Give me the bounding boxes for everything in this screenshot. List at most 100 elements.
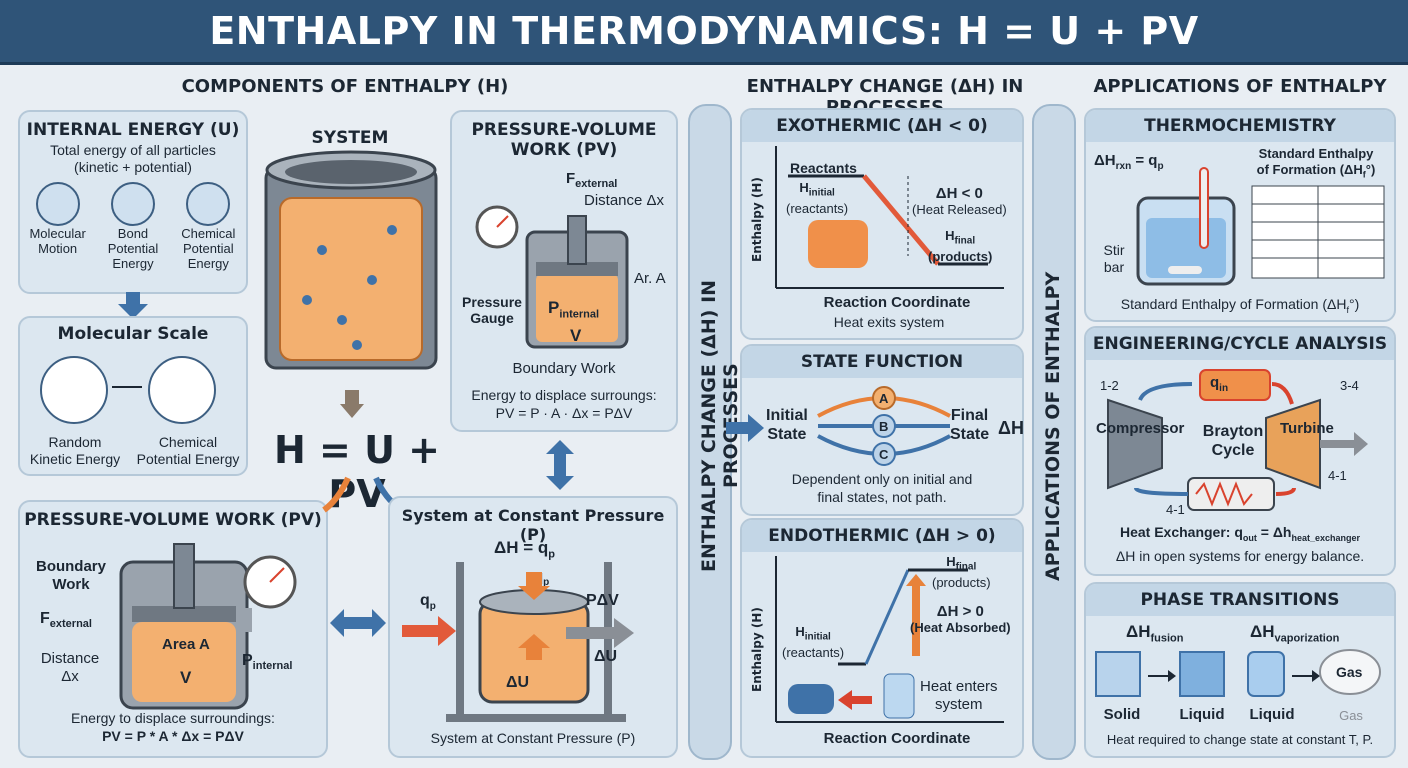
qp-sub: p bbox=[543, 577, 550, 588]
chemical-line1: Chemical bbox=[158, 434, 218, 450]
f-sub: external bbox=[49, 618, 92, 631]
liquid-cube-icon bbox=[1179, 651, 1225, 697]
h-note: (reactants) bbox=[786, 200, 849, 216]
pv-top-desc: Energy to displace surroungs: bbox=[471, 387, 657, 403]
f-sub: external bbox=[575, 178, 618, 190]
ice-cube-icon bbox=[1095, 651, 1141, 697]
gas-label: Gas bbox=[1339, 708, 1363, 723]
state-desc1: Dependent only on initial and bbox=[791, 471, 973, 487]
constant-pressure-title: System at Constant Pressure (P) bbox=[401, 506, 665, 544]
down-arrow-icon bbox=[340, 390, 364, 418]
system-cylinder-icon bbox=[264, 150, 438, 370]
path-b-label: B bbox=[879, 419, 889, 434]
dist-line1: Distance bbox=[40, 650, 100, 667]
eq-rest: = q bbox=[1131, 152, 1158, 169]
molecular-scale-panel: Molecular Scale Random Kinetic Energy Ch… bbox=[18, 316, 248, 476]
vap-sub: vaporization bbox=[1274, 632, 1340, 645]
h-label: H bbox=[945, 228, 955, 243]
pressure-gauge-icon bbox=[475, 205, 519, 249]
boundary-line2: Work bbox=[52, 576, 90, 593]
h-note: (reactants) bbox=[782, 644, 845, 660]
hx-sub2: heat_exchanger bbox=[1291, 532, 1361, 543]
endothermic-graph bbox=[775, 556, 1004, 723]
stage-34-label: 3-4 bbox=[1340, 378, 1359, 393]
engineering-title: ENGINEERING/CYCLE ANALYSIS bbox=[1086, 328, 1394, 360]
random-label: Random Kinetic Energy bbox=[20, 434, 130, 468]
hand-warmer-icon bbox=[808, 220, 868, 268]
fusion-sub: fusion bbox=[1150, 632, 1184, 645]
distance-label: Distance Δx bbox=[584, 192, 665, 209]
dist-line2: Δx bbox=[61, 668, 79, 685]
p-sub: internal bbox=[559, 308, 600, 321]
state-function-title: STATE FUNCTION bbox=[742, 346, 1022, 378]
h-label: H bbox=[946, 554, 956, 569]
eq-h: ΔH bbox=[1094, 152, 1116, 169]
du-label: ΔU bbox=[594, 648, 618, 665]
brayton-line1: Brayton bbox=[1202, 423, 1264, 440]
path-c-label: C bbox=[879, 447, 889, 462]
page-title: ENTHALPY IN THERMODYNAMICS: H = U + PV bbox=[209, 9, 1199, 53]
liquid-label-1: Liquid bbox=[1179, 706, 1225, 723]
internal-energy-panel: INTERNAL ENERGY (U) Total energy of all … bbox=[18, 110, 248, 294]
bond-energy-item: Bond Potential Energy bbox=[98, 182, 168, 271]
piston-cylinder-icon bbox=[119, 543, 249, 710]
processes-vertical-bar: ENTHALPY CHANGE (ΔH) IN PROCESSES bbox=[688, 104, 742, 760]
stir-bar-label: Stir bar bbox=[1094, 242, 1134, 276]
molecular-motion-item: Molecular Motion bbox=[23, 182, 93, 271]
applications-vertical-bar: APPLICATIONS OF ENTHALPY bbox=[1032, 104, 1076, 760]
q-in-label: qp bbox=[420, 592, 436, 612]
h-note: (products) bbox=[928, 248, 993, 264]
p-internal-label: Pinternal bbox=[548, 298, 599, 320]
engineering-desc: ΔH in open systems for energy balance. bbox=[1115, 548, 1365, 564]
internal-energy-desc1: Total energy of all particles bbox=[50, 142, 216, 158]
heat-in-arrow-icon bbox=[402, 616, 456, 646]
pv-bottom-panel: PRESSURE-VOLUME WORK (PV) Boundary Work … bbox=[18, 500, 328, 758]
h-final-label: Hfinal (products) bbox=[932, 554, 991, 590]
boundary-line1: Boundary bbox=[35, 558, 106, 575]
pv-bottom-desc: Energy to displace surroundings: bbox=[71, 710, 275, 726]
random-line2: Kinetic Energy bbox=[29, 451, 121, 467]
q-in-label: qin bbox=[1210, 374, 1228, 394]
icon-label: Chemical bbox=[181, 226, 236, 241]
title-bar: ENTHALPY IN THERMODYNAMICS: H = U + PV bbox=[0, 0, 1408, 65]
pv-top-title1: PRESSURE-VOLUME bbox=[471, 120, 657, 140]
q-label: q bbox=[1210, 374, 1220, 391]
std-line1: Standard Enthalpy bbox=[1258, 146, 1374, 161]
dh-label: ΔH < 0 (Heat Released) bbox=[912, 186, 1007, 218]
calorimeter-icon bbox=[1136, 167, 1236, 286]
turbine-label: Turbine bbox=[1280, 420, 1334, 437]
brayton-line2: Cycle bbox=[1211, 442, 1255, 459]
cap-sub: f bbox=[1346, 304, 1349, 315]
final-line2: State bbox=[950, 426, 990, 443]
pv-top-formula: PV = P · A · Δx = PΔV bbox=[495, 405, 633, 421]
v-label: V bbox=[570, 326, 582, 345]
eq-sub: rxn bbox=[1115, 161, 1132, 172]
stir-line2: bar bbox=[1103, 259, 1125, 275]
constant-pressure-vessel-icon bbox=[446, 562, 626, 722]
pv-bottom-formula: PV = P * A * Δx = PΔV bbox=[102, 728, 244, 744]
dh-label: ΔH = q bbox=[494, 538, 549, 557]
h-label: H bbox=[799, 180, 809, 195]
brayton-cycle-diagram bbox=[1107, 369, 1368, 511]
constant-pressure-caption: System at Constant Pressure (P) bbox=[430, 730, 636, 746]
dh-note: (Heat Absorbed) bbox=[910, 620, 1011, 635]
exo-caption: Heat exits system bbox=[833, 314, 945, 330]
internal-energy-title: INTERNAL ENERGY (U) bbox=[26, 120, 240, 140]
pv-top-panel: PRESSURE-VOLUME WORK (PV) Fexternal Dist… bbox=[450, 110, 678, 432]
phase-desc: Heat required to change state at constan… bbox=[1106, 732, 1374, 747]
endo-y-label: Enthalpy (H) bbox=[750, 607, 764, 693]
hx-mid: = Δh bbox=[1256, 524, 1292, 540]
applications-header: APPLICATIONS OF ENTHALPY bbox=[1093, 76, 1387, 97]
q-label: q bbox=[420, 592, 430, 609]
piston-cylinder-icon bbox=[525, 215, 629, 349]
random-molecules-icon bbox=[40, 356, 108, 424]
molecular-motion-icon bbox=[35, 182, 80, 226]
cap-end: °) bbox=[1348, 296, 1360, 312]
phase-icons bbox=[1095, 649, 1381, 697]
thermochemistry-title: THERMOCHEMISTRY bbox=[1086, 110, 1394, 142]
du-inner-label: ΔU bbox=[506, 674, 530, 691]
vaporization-label: ΔHvaporization bbox=[1250, 622, 1339, 644]
exothermic-title: EXOTHERMIC (ΔH < 0) bbox=[742, 110, 1022, 142]
final-state-label: Final State bbox=[950, 406, 989, 444]
f-external-label: Fexternal bbox=[40, 610, 92, 630]
